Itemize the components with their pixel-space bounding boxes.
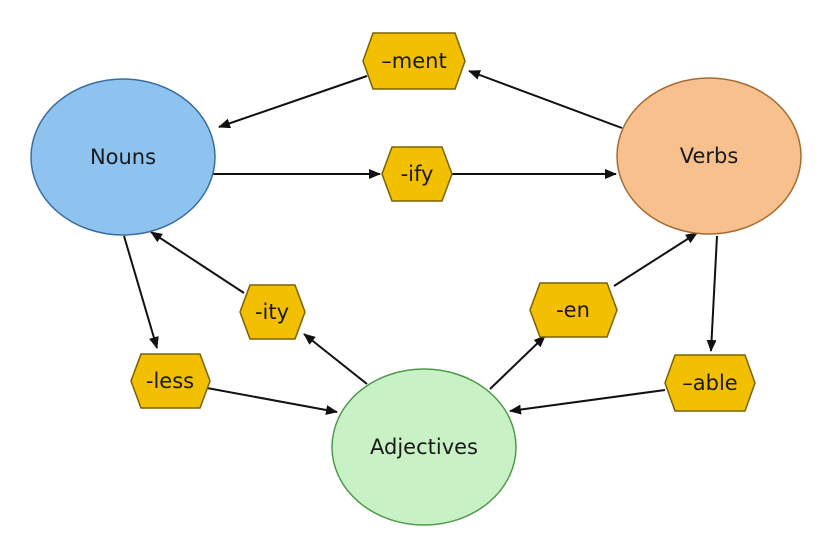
adjectives-ellipse	[331, 368, 517, 526]
suffix-en: -en	[529, 282, 618, 338]
node-nouns: Nouns	[30, 78, 216, 236]
verbs-label: Verbs	[680, 144, 739, 168]
suffix-en-shape	[529, 282, 618, 338]
edge-able-to-adjectives	[509, 389, 666, 415]
edge-verbs-to-able	[706, 235, 718, 352]
edge-less-to-adjectives	[206, 387, 338, 415]
suffix-less: -less	[130, 353, 211, 409]
suffix-able-label: –able	[682, 371, 737, 395]
nouns-ellipse	[30, 78, 216, 236]
suffix-ify-label: -ify	[401, 162, 434, 186]
suffix-less-label: -less	[146, 369, 194, 393]
edge-verbs-to-ment	[468, 70, 623, 129]
suffix-less-shape	[130, 353, 211, 409]
suffix-able-shape	[664, 354, 756, 412]
suffix-able: –able	[664, 354, 756, 412]
adjectives-label: Adjectives	[370, 435, 478, 459]
node-adjectives: Adjectives	[331, 368, 517, 526]
edge-ity-to-nouns	[150, 231, 245, 294]
verbs-ellipse	[616, 77, 802, 235]
suffix-ment-label: –ment	[381, 49, 446, 73]
edge-adjectives-to-ity	[303, 333, 368, 385]
suffix-ity: -ity	[239, 284, 306, 340]
suffix-ity-label: -ity	[255, 300, 289, 324]
edge-adjectives-to-en	[489, 335, 546, 390]
edge-nouns-to-less	[123, 235, 159, 349]
edge-ment-to-nouns	[218, 75, 368, 129]
node-verbs: Verbs	[616, 77, 802, 235]
nouns-label: Nouns	[90, 145, 156, 169]
suffix-ify: -ify	[381, 146, 453, 202]
edge-en-to-verbs	[613, 232, 698, 287]
suffix-ment: –ment	[362, 32, 466, 90]
suffix-ify-shape	[381, 146, 453, 202]
suffix-ity-shape	[239, 284, 306, 340]
suffix-en-label: -en	[556, 298, 590, 322]
suffix-ment-shape	[362, 32, 466, 90]
